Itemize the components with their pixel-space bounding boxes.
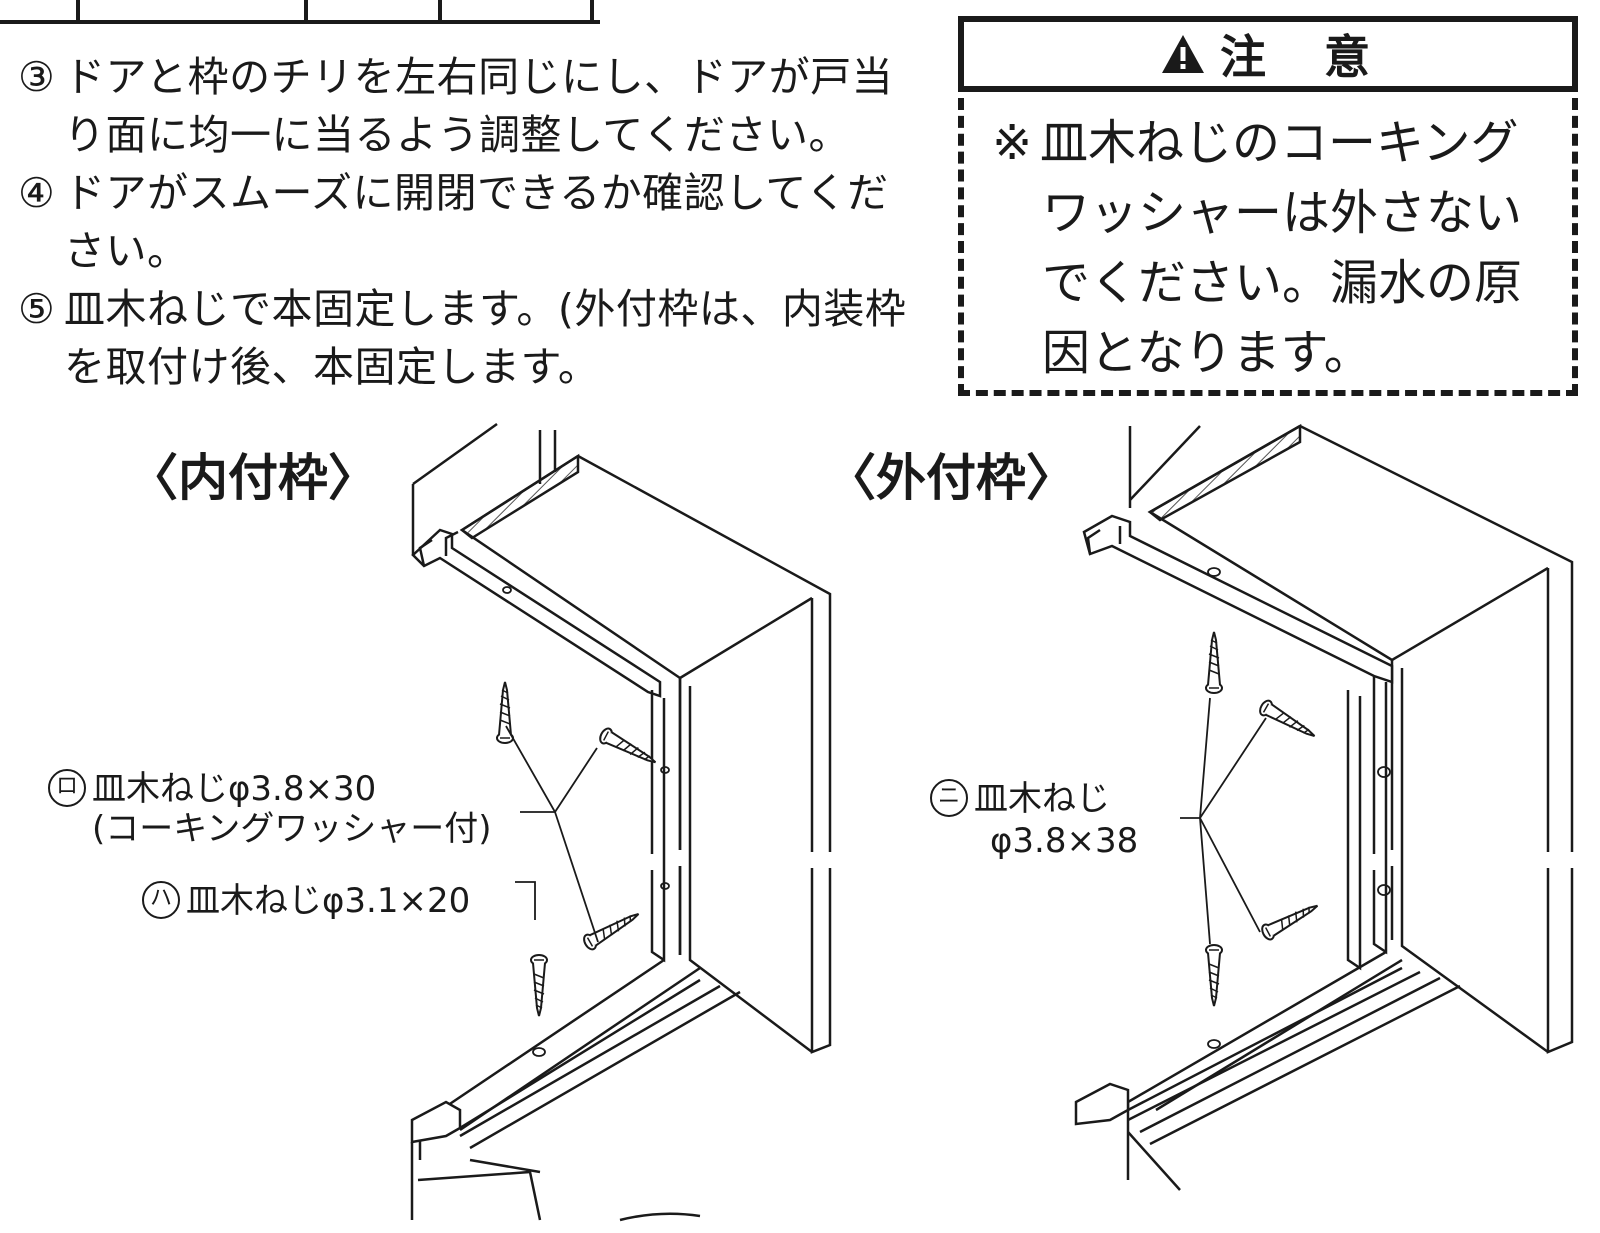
table-col xyxy=(438,0,594,20)
step-number: ③ xyxy=(18,53,56,101)
step-text: 皿木ねじで本固定します。(外付枠は、内装枠を取付け後、本固定します。 xyxy=(64,285,907,391)
partial-spec-table: 3720 795 2365 xyxy=(0,0,600,24)
caution-title: 注 意 xyxy=(1220,30,1376,84)
caution-text: ※皿木ねじのコーキング ワッシャーは外さない でください。漏水の原 因となります… xyxy=(992,108,1562,388)
screw-label-ni-size: φ3.8×38 xyxy=(990,821,1139,861)
instruction-steps: ③ ドアと枠のチリを左右同じにし、ドアが戸当り面に均一に当るよう調整してください… xyxy=(18,48,918,396)
warning-triangle-icon xyxy=(1162,35,1204,73)
reference-mark: ※ xyxy=(992,115,1033,171)
inner-frame-title: 〈内付枠〉 xyxy=(128,449,378,507)
screw-label-ni: ニ皿木ねじ xyxy=(930,778,1110,820)
leader-lines xyxy=(502,586,670,1057)
table-col xyxy=(304,0,442,20)
installation-drawings xyxy=(410,422,1576,1222)
screw-icon xyxy=(580,906,644,953)
badge-ni-icon: ニ xyxy=(930,778,968,817)
leader-lines xyxy=(1180,567,1391,1049)
step-3: ③ ドアと枠のチリを左右同じにし、ドアが戸当り面に均一に当るよう調整してください… xyxy=(18,48,918,164)
step-text: ドアがスムーズに開閉できるか確認してください。 xyxy=(64,169,889,275)
screw-icon xyxy=(1256,697,1320,744)
screw-icon xyxy=(530,954,548,1017)
step-number: ④ xyxy=(18,169,56,217)
label-text: 皿木ねじφ3.1×20 xyxy=(186,881,471,921)
caution-line: ワッシャーは外さない xyxy=(1042,185,1523,241)
step-5: ⑤ 皿木ねじで本固定します。(外付枠は、内装枠を取付け後、本固定します。 xyxy=(18,280,918,396)
badge-ha-icon: ハ xyxy=(142,880,180,919)
step-4: ④ ドアがスムーズに開閉できるか確認してください。 xyxy=(18,164,918,280)
caution-body: ※皿木ねじのコーキング ワッシャーは外さない でください。漏水の原 因となります… xyxy=(958,98,1578,396)
badge-ro-icon: ロ xyxy=(48,768,86,807)
caution-line: 因となります。 xyxy=(1042,325,1372,381)
screw-label-ha: ハ皿木ねじφ3.1×20 xyxy=(142,880,470,922)
caution-line: でください。漏水の原 xyxy=(1042,255,1523,311)
step-text: ドアと枠のチリを左右同じにし、ドアが戸当り面に均一に当るよう調整してください。 xyxy=(64,53,894,159)
outer-frame-title: 〈外付枠〉 xyxy=(826,449,1076,507)
step-number: ⑤ xyxy=(18,285,56,333)
screw-icon xyxy=(1205,631,1223,694)
screw-label-ro: ロ皿木ねじφ3.8×30 xyxy=(48,768,376,810)
inner-frame-drawing xyxy=(410,422,834,1222)
table-col xyxy=(0,0,80,20)
screw-icon xyxy=(596,725,661,771)
caution-box: 注 意 ※皿木ねじのコーキング ワッシャーは外さない でください。漏水の原 因と… xyxy=(958,16,1578,396)
table-col xyxy=(76,0,308,20)
caution-header: 注 意 xyxy=(958,16,1578,92)
caution-line: 皿木ねじのコーキング xyxy=(1040,115,1519,171)
screw-icon xyxy=(1258,897,1323,943)
label-text: 皿木ねじ xyxy=(974,779,1110,819)
screw-icon xyxy=(1205,944,1223,1007)
screw-label-ro-note: (コーキングワッシャー付) xyxy=(92,809,492,849)
outer-frame-drawing xyxy=(1074,423,1576,1191)
label-text: 皿木ねじφ3.8×30 xyxy=(92,769,377,809)
